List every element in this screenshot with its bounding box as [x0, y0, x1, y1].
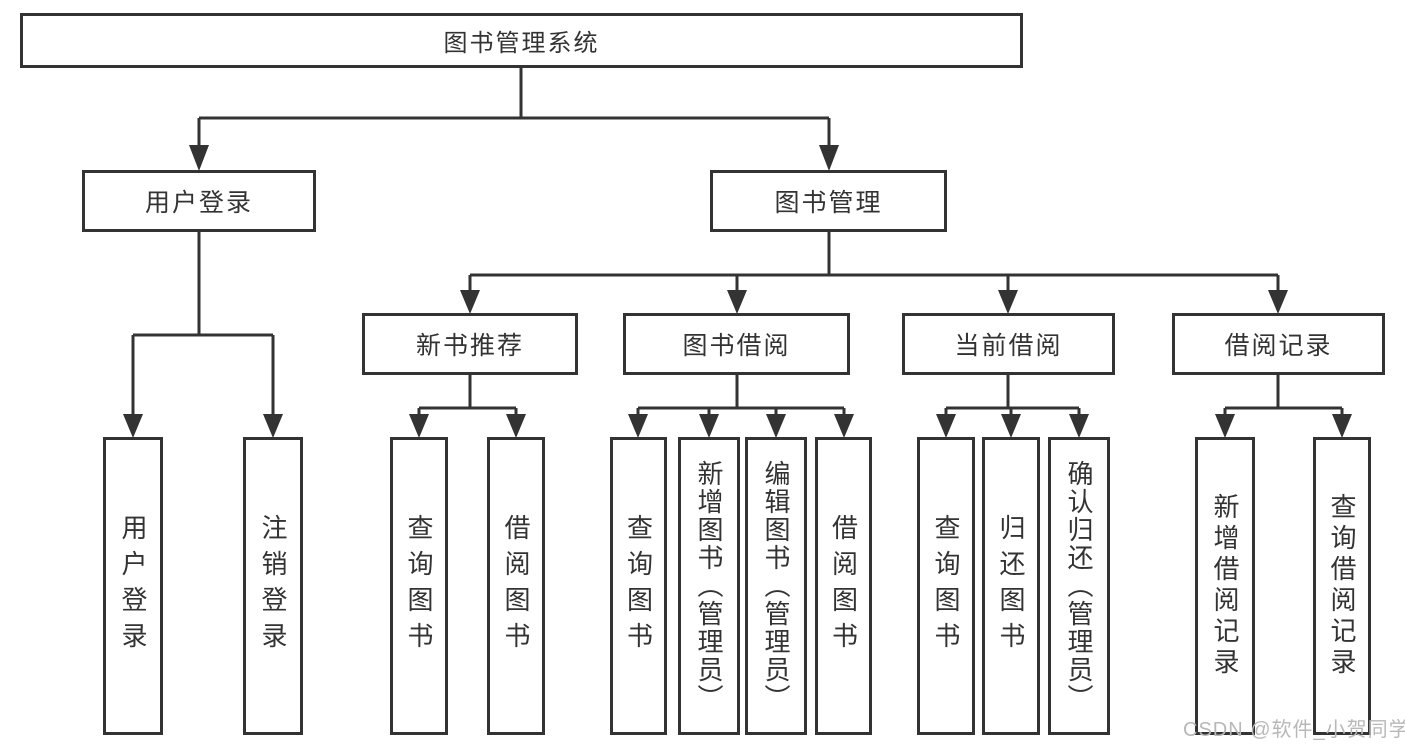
leaf-add-books-admin: 新增图书（管理员）	[678, 437, 740, 735]
leaf-user-login: 用户登录	[103, 437, 163, 735]
node-current-borrowing: 当前借阅	[902, 313, 1115, 375]
leaf-query-borrow-record: 查询借阅记录	[1313, 437, 1371, 735]
leaf-logout: 注销登录	[243, 437, 303, 735]
node-book-management-branch: 图书管理	[710, 170, 947, 232]
leaf-return-books: 归还图书	[982, 437, 1040, 735]
leaf-query-books-1: 查询图书	[390, 437, 448, 735]
leaf-query-books-3: 查询图书	[917, 437, 975, 735]
leaf-borrow-books-1: 借阅图书	[487, 437, 545, 735]
node-book-borrowing: 图书借阅	[623, 313, 850, 375]
leaf-confirm-return-admin: 确认归还（管理员）	[1048, 437, 1110, 735]
leaf-query-books-2: 查询图书	[610, 437, 667, 735]
leaf-add-borrow-record: 新增借阅记录	[1195, 437, 1255, 735]
leaf-edit-books-admin: 编辑图书（管理员）	[745, 437, 807, 735]
leaf-borrow-books-2: 借阅图书	[815, 437, 872, 735]
node-borrowing-records: 借阅记录	[1172, 313, 1385, 375]
node-user-login-branch: 用户登录	[82, 170, 316, 232]
csdn-watermark: CSDN @软件_小贺同学	[1183, 719, 1405, 741]
node-new-book-recommendation: 新书推荐	[362, 313, 578, 375]
node-library-management-system: 图书管理系统	[20, 13, 1023, 68]
